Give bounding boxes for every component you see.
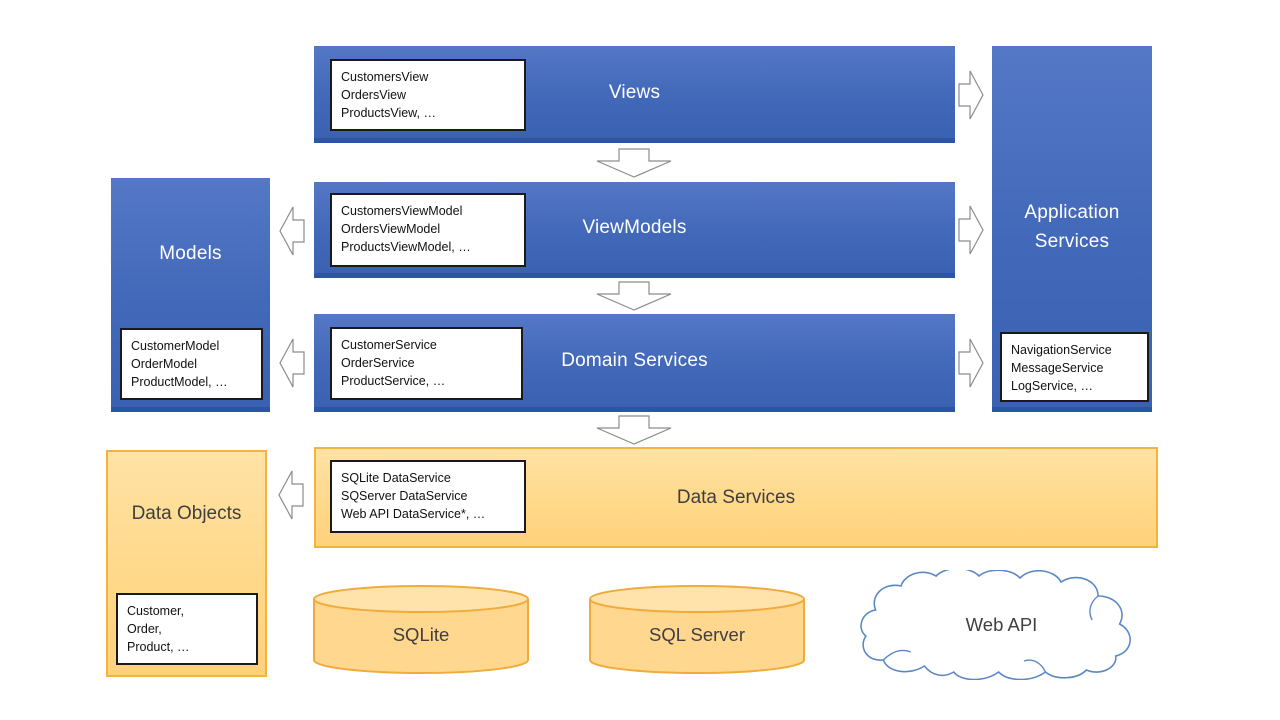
class-name-line: OrdersViewModel bbox=[341, 222, 441, 237]
sqlite-label: SQLite bbox=[392, 624, 450, 645]
class-name-line: CustomerModel bbox=[131, 339, 220, 353]
domain-services-label: Domain Services bbox=[561, 350, 708, 371]
domain-services-class-list: CustomerService OrderService ProductServ… bbox=[330, 327, 523, 400]
down-arrow-icon bbox=[596, 148, 672, 178]
application-services-label: Application Services bbox=[1024, 201, 1120, 252]
right-arrow-icon bbox=[958, 70, 984, 120]
views-class-list: CustomersView OrdersView ProductsView, … bbox=[330, 59, 526, 131]
class-name-line: CustomersView bbox=[341, 70, 429, 84]
left-arrow-icon bbox=[279, 338, 305, 388]
class-name-line: Customer, bbox=[127, 604, 184, 618]
class-name-line: CustomersViewModel bbox=[341, 204, 463, 218]
class-name-line: SQLite DataService bbox=[341, 471, 451, 485]
views-label: Views bbox=[608, 81, 661, 103]
web-api-label: Web API bbox=[965, 614, 1038, 635]
data-objects-class-list: Customer, Order, Product, … bbox=[116, 593, 258, 665]
right-arrow-icon bbox=[958, 338, 984, 388]
right-arrow-icon bbox=[958, 205, 984, 255]
models-class-list: CustomerModel OrderModel ProductModel, … bbox=[120, 328, 263, 400]
down-arrow-icon bbox=[596, 415, 672, 445]
data-services-label: Data Services bbox=[676, 487, 796, 508]
class-name-line: Order, bbox=[127, 622, 162, 637]
sqlite-cylinder-icon: SQLite bbox=[312, 584, 530, 674]
left-arrow-icon bbox=[279, 206, 305, 256]
down-arrow-icon bbox=[596, 281, 672, 311]
viewmodels-label: ViewModels bbox=[582, 217, 687, 238]
class-name-line: Product, … bbox=[127, 640, 190, 655]
class-name-line: ProductsViewModel, … bbox=[341, 240, 471, 255]
sql-server-cylinder-icon: SQL Server bbox=[588, 584, 806, 674]
web-api-cloud-icon: Web API bbox=[860, 570, 1143, 680]
class-name-line: ProductService, … bbox=[341, 374, 446, 389]
class-name-line: ProductModel, … bbox=[131, 375, 228, 390]
viewmodels-class-list: CustomersViewModel OrdersViewModel Produ… bbox=[330, 193, 526, 267]
class-name-line: OrderService bbox=[341, 356, 415, 371]
class-name-line: OrderModel bbox=[131, 357, 197, 372]
left-arrow-icon bbox=[278, 470, 304, 520]
class-name-line: ProductsView, … bbox=[341, 106, 436, 121]
class-name-line: Web API DataService*, … bbox=[341, 507, 486, 522]
application-services-class-list: NavigationService MessageService LogServ… bbox=[1000, 332, 1149, 402]
models-label: Models bbox=[159, 243, 222, 264]
class-name-line: MessageService bbox=[1011, 361, 1104, 376]
class-name-line: CustomerService bbox=[341, 338, 437, 352]
class-name-line: SQServer DataService bbox=[341, 489, 468, 504]
sql-server-label: SQL Server bbox=[649, 624, 745, 645]
class-name-line: LogService, … bbox=[1011, 379, 1093, 394]
class-name-line: NavigationService bbox=[1011, 343, 1112, 357]
class-name-line: OrdersView bbox=[341, 88, 407, 103]
data-objects-label: Data Objects bbox=[131, 503, 242, 524]
data-services-class-list: SQLite DataService SQServer DataService … bbox=[330, 460, 526, 533]
